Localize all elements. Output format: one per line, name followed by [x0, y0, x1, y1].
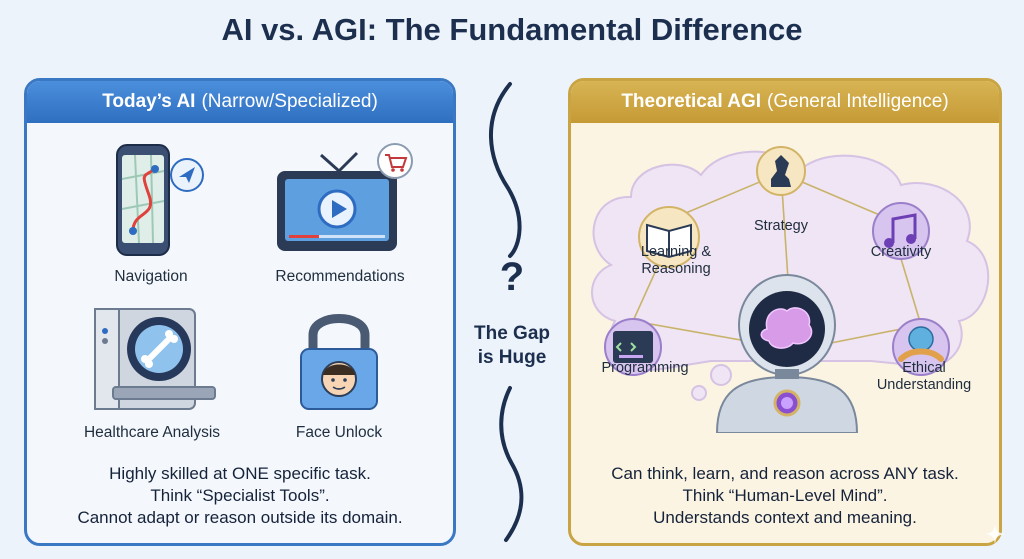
- tool-navigation: Navigation: [73, 139, 229, 286]
- skill-label-line: Learning &: [640, 244, 712, 260]
- agi-thought-cloud: [591, 146, 990, 401]
- skill-label-creativity: Creativity: [870, 244, 932, 260]
- tool-label-healthcare: Healthcare Analysis: [83, 424, 221, 441]
- today-ai-panel: Today’s AI (Narrow/Specialized) Navigati…: [24, 78, 456, 546]
- sparkle-icon: [985, 524, 1005, 544]
- theoretical-agi-heading-light: (General Intelligence): [767, 91, 949, 112]
- globe-handshake-icon: [892, 318, 950, 376]
- theoretical-agi-heading-strong: Theoretical AGI: [621, 91, 762, 112]
- gap-curve-lines: [489, 82, 524, 542]
- today-ai-summary-line: Highly skilled at ONE specific task.: [109, 464, 371, 483]
- tool-label-face-unlock: Face Unlock: [295, 424, 383, 441]
- map-phone-icon: [116, 144, 204, 256]
- skill-label-line: Ethical: [902, 360, 946, 376]
- tool-face-unlock: Face Unlock: [269, 303, 409, 442]
- skill-label-ethical: Ethical Understanding: [869, 360, 979, 394]
- skill-label-programming: Programming: [601, 360, 689, 376]
- medical-scanner-icon: [94, 308, 216, 410]
- gap-caption-line: is Huge: [477, 347, 547, 368]
- skill-label-line: Reasoning: [641, 261, 711, 277]
- page-title: AI vs. AGI: The Fundamental Difference: [221, 12, 803, 47]
- today-ai-summary-line: Cannot adapt or reason outside its domai…: [77, 508, 403, 527]
- robot-brain-icon: [715, 274, 859, 433]
- skill-label-learning: Learning & Reasoning: [621, 244, 731, 278]
- skill-label-line: Understanding: [876, 377, 972, 393]
- tool-recommendations: Recommendations: [255, 139, 425, 286]
- theoretical-agi-summary-line: Understands context and meaning.: [653, 508, 917, 527]
- tool-healthcare: Healthcare Analysis: [67, 303, 237, 442]
- gap-caption-line: The Gap: [473, 323, 550, 344]
- padlock-face-icon: [300, 314, 378, 410]
- gap-caption: The Gap is Huge: [460, 322, 564, 370]
- question-mark-icon: ?: [499, 255, 525, 299]
- today-ai-heading-light: (Narrow/Specialized): [201, 91, 378, 112]
- chess-knight-icon: [756, 146, 806, 196]
- code-window-icon: [604, 318, 662, 376]
- tool-label-recommendations: Recommendations: [275, 268, 405, 285]
- theoretical-agi-summary-line: Can think, learn, and reason across ANY …: [611, 464, 959, 483]
- theoretical-agi-summary-line: Think “Human-Level Mind”.: [682, 486, 888, 505]
- today-ai-summary-line: Think “Specialist Tools”.: [150, 486, 330, 505]
- tool-label-navigation: Navigation: [114, 268, 188, 285]
- theoretical-agi-heading: Theoretical AGI (General Intelligence): [571, 81, 999, 123]
- music-note-icon: [872, 202, 930, 260]
- today-ai-summary: Highly skilled at ONE specific task. Thi…: [27, 463, 453, 529]
- tv-cart-icon: [277, 143, 413, 251]
- today-ai-heading-strong: Today’s AI: [102, 91, 196, 112]
- skill-label-strategy: Strategy: [754, 218, 808, 234]
- open-book-icon: [638, 206, 700, 268]
- gap-divider: ? The Gap is Huge: [460, 78, 564, 546]
- theoretical-agi-panel: Theoretical AGI (General Intelligence): [568, 78, 1002, 546]
- theoretical-agi-summary: Can think, learn, and reason across ANY …: [571, 463, 999, 529]
- today-ai-heading: Today’s AI (Narrow/Specialized): [27, 81, 453, 123]
